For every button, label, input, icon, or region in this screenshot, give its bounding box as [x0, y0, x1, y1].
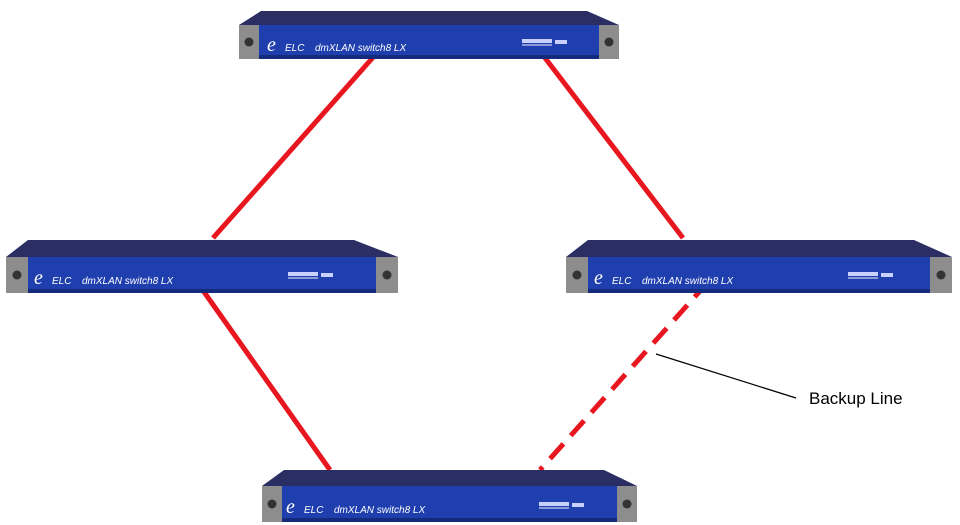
link-right-bottom-backup	[538, 280, 710, 472]
rack-ear-hole	[12, 270, 22, 280]
device-bottom: e ELC dmXLAN switch8 LX	[262, 470, 637, 522]
device-front-shadow	[259, 55, 599, 59]
rack-ear-hole	[572, 270, 582, 280]
rack-ear-hole	[936, 270, 946, 280]
port-leds	[522, 39, 567, 46]
device-model: dmXLAN switch8 LX	[642, 276, 733, 287]
device-brand: ELC	[52, 276, 72, 287]
device-brand: ELC	[285, 43, 305, 54]
device-brand: ELC	[612, 276, 632, 287]
device-logo: e	[286, 496, 295, 518]
rack-ear-hole	[382, 270, 392, 280]
link-top-right	[540, 52, 685, 240]
device-top-face	[239, 11, 619, 25]
device-model: dmXLAN switch8 LX	[82, 276, 173, 287]
device-top: e ELC dmXLAN switch8 LX	[239, 11, 619, 59]
rack-ear-hole	[267, 499, 277, 509]
port-leds	[288, 272, 333, 279]
device-left: e ELC dmXLAN switch8 LX	[6, 240, 398, 293]
device-logo: e	[267, 34, 276, 56]
port-leds	[539, 502, 584, 509]
link-top-left	[211, 52, 378, 240]
device-front-shadow	[28, 289, 376, 293]
device-front-shadow	[282, 518, 617, 522]
rack-ear-hole	[622, 499, 632, 509]
backup-line-callout: Backup Line	[655, 353, 903, 408]
device-right: e ELC dmXLAN switch8 LX	[566, 240, 952, 293]
connections	[194, 52, 710, 472]
device-logo: e	[34, 267, 43, 289]
rack-ear-hole	[244, 37, 254, 47]
device-top-face	[262, 470, 637, 486]
device-logo: e	[594, 267, 603, 289]
device-brand: ELC	[304, 505, 324, 516]
device-top-face	[566, 240, 952, 257]
link-left-bottom	[194, 280, 333, 472]
callout-label: Backup Line	[809, 389, 903, 408]
device-front-panel	[588, 257, 930, 293]
callout-leader-line	[655, 353, 797, 399]
rack-ear-hole	[604, 37, 614, 47]
device-front-shadow	[588, 289, 930, 293]
port-leds	[848, 272, 893, 279]
device-model: dmXLAN switch8 LX	[315, 43, 406, 54]
device-model: dmXLAN switch8 LX	[334, 505, 425, 516]
device-top-face	[6, 240, 398, 257]
